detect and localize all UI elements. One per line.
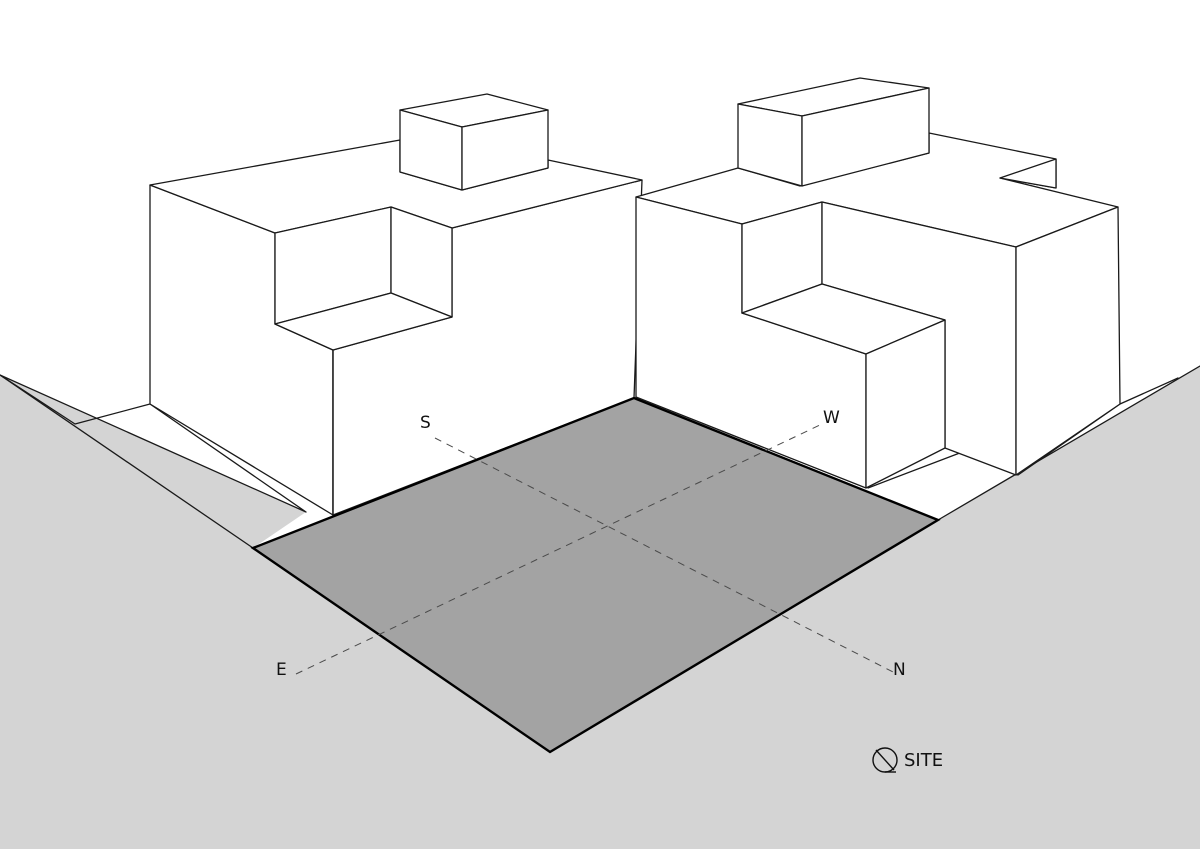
site-marker-icon — [872, 747, 898, 773]
left-building-notch-floor — [274, 292, 453, 351]
site-legend-label: SITE — [904, 750, 943, 771]
compass-label-east: E — [276, 660, 287, 680]
compass-label-north: N — [893, 660, 906, 680]
left-roof-box-south — [461, 109, 549, 191]
ground-plane-left — [0, 366, 1200, 849]
right-building-east-wall — [1015, 206, 1121, 476]
site-legend: SITE — [872, 747, 943, 773]
sidewalk-edge-right — [867, 377, 1179, 489]
ground-edge-right — [937, 365, 1200, 521]
right-building-roof-ledge — [999, 158, 1057, 189]
axis-east-west — [295, 423, 823, 675]
ground-edge-left — [0, 374, 254, 549]
right-building-step-front — [865, 319, 946, 489]
site-plot[interactable] — [250, 396, 941, 754]
right-building — [635, 77, 1121, 489]
right-roof-box-south — [801, 87, 930, 187]
compass-label-west: W — [823, 408, 840, 428]
compass-label-south: S — [420, 413, 431, 433]
left-building — [149, 93, 643, 516]
